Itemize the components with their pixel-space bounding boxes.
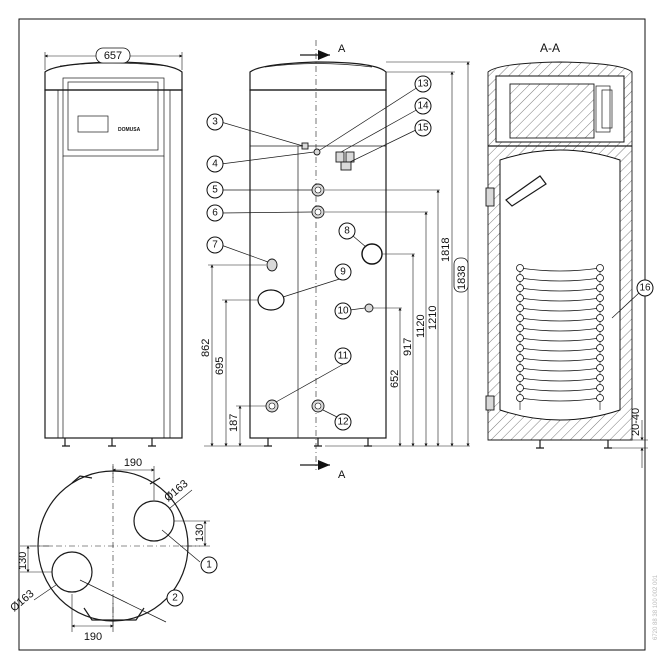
callout-circle-5 bbox=[206, 181, 224, 199]
callout-circle-4 bbox=[206, 155, 224, 173]
callout-label-5: 5 bbox=[212, 185, 218, 196]
dim-862: 862 bbox=[200, 339, 212, 357]
callout-label-14: 14 bbox=[417, 101, 429, 112]
callout-circle-3 bbox=[206, 113, 224, 131]
dim-695: 695 bbox=[214, 357, 226, 375]
dim-front-width: 657 bbox=[104, 50, 122, 62]
callout-leaders bbox=[220, 86, 641, 421]
callout-label-12: 12 bbox=[337, 417, 349, 428]
callout-circle-2 bbox=[166, 589, 184, 607]
section-label: A-A bbox=[540, 41, 560, 55]
section-view: A-A 20-40 bbox=[485, 41, 648, 468]
callout-circle-6 bbox=[206, 204, 224, 222]
dim-bottom-dia: Ø163 bbox=[8, 588, 36, 614]
callout-circle-13 bbox=[414, 75, 432, 93]
dim-1210: 1210 bbox=[427, 306, 439, 330]
callout-circle-11 bbox=[334, 347, 352, 365]
callout-label-2: 2 bbox=[172, 593, 178, 604]
front-view: DOMUSA 657 bbox=[44, 47, 183, 447]
callout-circle-12 bbox=[334, 413, 352, 431]
dim-top-190: 190 bbox=[124, 457, 142, 469]
section-mark-top: A bbox=[338, 43, 346, 55]
dim-1120: 1120 bbox=[415, 314, 427, 338]
dim-917: 917 bbox=[402, 338, 414, 356]
dim-bottom-130: 130 bbox=[17, 552, 29, 570]
callout-label-16: 16 bbox=[639, 283, 651, 294]
frame bbox=[18, 18, 646, 651]
dim-top-130: 130 bbox=[194, 524, 206, 542]
callout-label-4: 4 bbox=[212, 159, 218, 170]
callout-label-10: 10 bbox=[337, 306, 349, 317]
callout-label-8: 8 bbox=[344, 226, 350, 237]
dim-652: 652 bbox=[389, 370, 401, 388]
callout-circle-15 bbox=[414, 119, 432, 137]
dim-187: 187 bbox=[228, 414, 240, 432]
dim-1818: 1818 bbox=[440, 238, 452, 262]
section-mark-bottom: A bbox=[338, 469, 346, 481]
dim-feet: 20-40 bbox=[630, 408, 642, 436]
callout-circle-8 bbox=[338, 222, 356, 240]
callout-circle-9 bbox=[334, 263, 352, 281]
dim-1838: 1838 bbox=[456, 266, 468, 290]
callout-label-1: 1 bbox=[206, 560, 212, 571]
top-view: 190 130 Ø163 130 Ø163 190 bbox=[8, 457, 210, 643]
callout-circle-10 bbox=[334, 302, 352, 320]
callout-circle-1 bbox=[200, 556, 218, 574]
callout-circle-7 bbox=[206, 236, 224, 254]
callout-label-3: 3 bbox=[212, 117, 218, 128]
callout-label-7: 7 bbox=[212, 240, 218, 251]
callout-circle-14 bbox=[414, 97, 432, 115]
dim-bottom-190: 190 bbox=[84, 631, 102, 643]
dim-top-dia: Ø163 bbox=[162, 478, 190, 504]
callout-label-15: 15 bbox=[417, 123, 429, 134]
side-code: 6720 88 38 100 002 001 bbox=[653, 574, 659, 640]
callout-label-13: 13 bbox=[417, 79, 429, 90]
callout-label-6: 6 bbox=[212, 208, 218, 219]
callout-circle-16 bbox=[636, 279, 654, 297]
callout-label-11: 11 bbox=[338, 351, 349, 362]
callout-label-9: 9 bbox=[340, 267, 346, 278]
brand-label: DOMUSA bbox=[118, 127, 141, 133]
